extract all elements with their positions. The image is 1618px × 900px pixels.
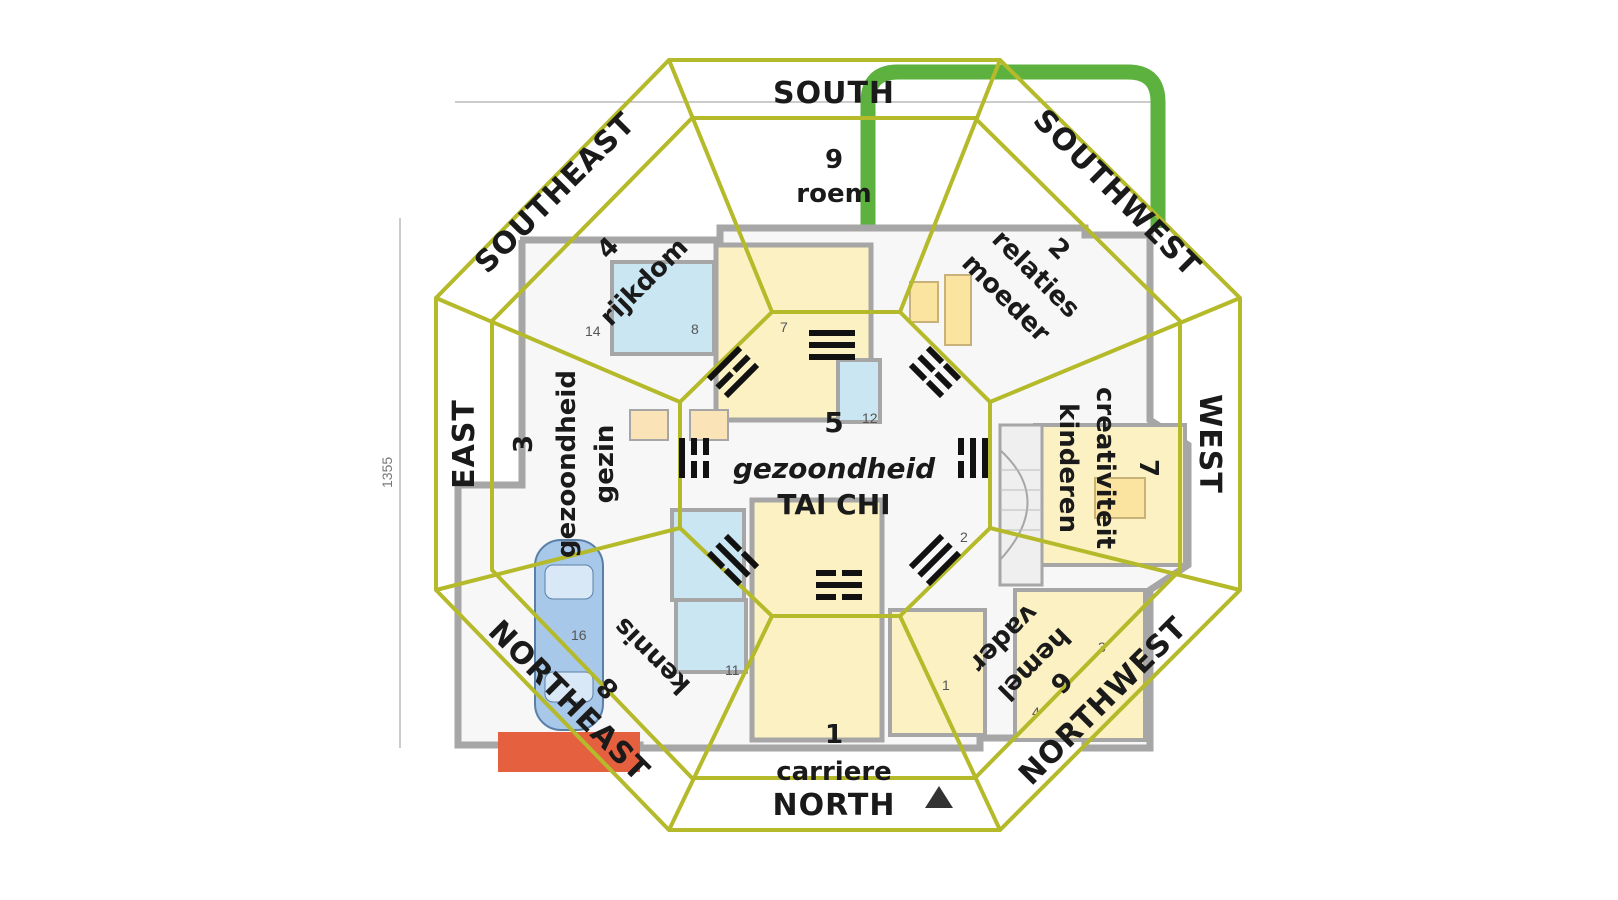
zone-label-north: carriere [776,757,892,787]
bathroom-upper [610,260,716,356]
staircase-icon [998,423,1044,587]
trigram-icon [706,533,760,587]
trigram-icon [809,330,855,360]
room-number: 11 [725,662,740,678]
room-number: 1 [942,677,950,693]
zone-label-south: roem [796,179,871,209]
room-number: 4 [1032,704,1040,720]
center-zone: 5 gezoondheid TAI CHI [733,406,936,521]
sofa-1 [944,274,972,346]
zone-label-west-1: creativiteit [1090,387,1120,549]
direction-east: EAST [447,399,482,489]
storage-box-1 [629,409,669,441]
zone-label-east-1: gezoondheid [552,370,582,558]
trigram-icon [908,533,962,587]
zone-label-west-2: kinderen [1053,403,1083,533]
room-number: 12 [862,410,878,426]
room-number: 14 [585,323,601,339]
trigram-icon [958,438,988,478]
direction-west: WEST [1192,394,1227,494]
sofa-2 [909,281,939,323]
zone-label-east-2: gezin [590,425,620,504]
center-sublabel: TAI CHI [777,488,890,521]
north-arrow-icon [925,786,953,808]
room-number: 8 [691,321,699,337]
table-west [1094,477,1146,519]
trigram-icon [706,345,760,399]
trigram-icon [908,345,962,399]
spoke [898,615,1002,831]
trigrams [679,330,988,600]
bathroom-lower-2 [674,598,748,674]
trigram-icon [816,570,862,600]
center-label: gezoondheid [733,452,936,485]
toilet [836,358,882,424]
zone-number-south: 9 [825,145,843,175]
zone-number-north: 1 [825,720,843,750]
spoke [898,59,1002,313]
spoke [989,526,1241,592]
spoke [989,296,1241,404]
spoke [667,615,774,831]
direction-south: SOUTH [773,76,895,111]
room-number: 7 [780,319,788,335]
direction-north: NORTH [773,788,896,823]
storage-box-2 [689,409,729,441]
zone-number-east: 3 [509,435,539,453]
trigram-icon [679,438,709,478]
spoke [435,296,681,404]
living-room-lower [749,497,885,743]
car-icon [534,539,604,731]
center-number: 5 [824,406,843,439]
red-block [498,732,640,772]
spoke [667,59,774,313]
room-number: 2 [960,529,968,545]
room-number: 16 [571,627,587,643]
dimension-label: 1355 [379,457,395,488]
spoke [435,526,681,592]
bagua-grid [434,58,1242,832]
zone-number-west: 7 [1133,459,1163,477]
